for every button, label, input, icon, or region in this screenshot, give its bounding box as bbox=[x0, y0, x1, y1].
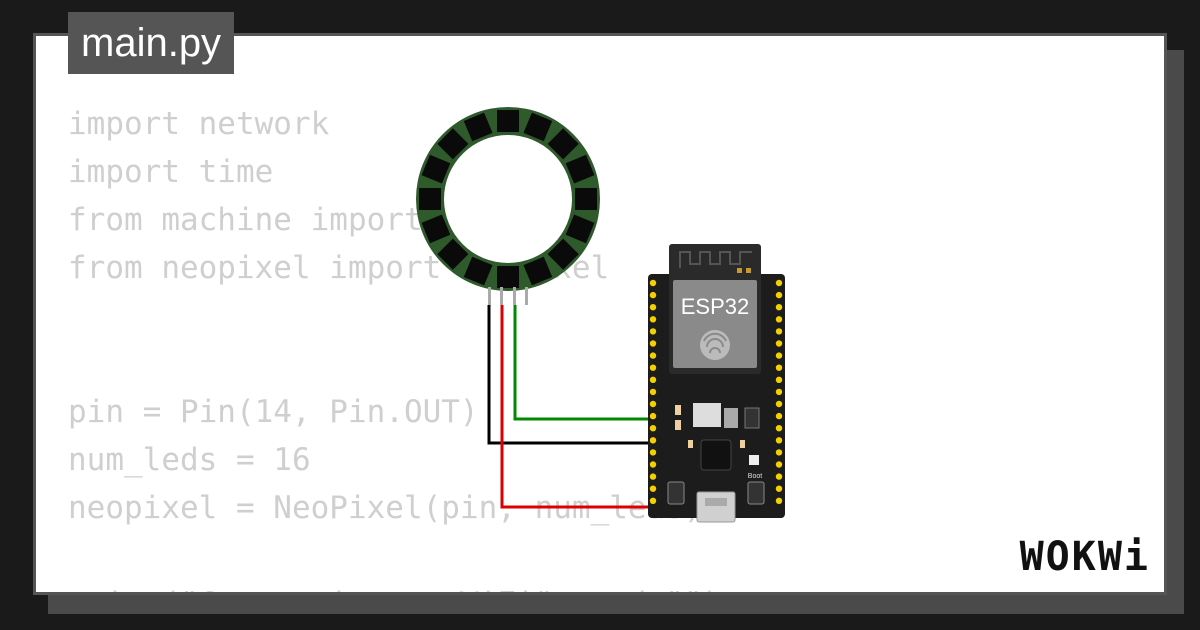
code-line: neopixel = NeoPixel(pin, num_leds) bbox=[68, 490, 703, 526]
ring-pin bbox=[488, 287, 491, 305]
module-pad bbox=[737, 268, 742, 273]
header-pin[interactable] bbox=[649, 400, 657, 408]
header-pin[interactable] bbox=[649, 437, 657, 444]
module-pad bbox=[746, 268, 751, 273]
antenna-trace bbox=[679, 251, 752, 268]
neopixel-led bbox=[437, 128, 469, 160]
header-pin[interactable] bbox=[649, 304, 657, 311]
neopixel-led bbox=[523, 256, 553, 286]
header-pin[interactable] bbox=[775, 412, 783, 420]
header-pin[interactable] bbox=[775, 316, 783, 323]
header-pin[interactable] bbox=[775, 328, 783, 335]
neopixel-led bbox=[575, 188, 597, 210]
header-pin[interactable] bbox=[649, 316, 657, 323]
neopixel-led bbox=[565, 214, 595, 244]
code-line: import time bbox=[68, 154, 274, 190]
neopixel-led bbox=[463, 256, 493, 286]
ring-pin bbox=[525, 287, 528, 305]
header-pin[interactable] bbox=[775, 291, 783, 299]
header-pin[interactable] bbox=[649, 388, 657, 396]
component bbox=[744, 407, 760, 429]
wire-gnd[interactable] bbox=[487, 305, 652, 445]
en-button[interactable] bbox=[667, 481, 685, 505]
ring-pin bbox=[500, 287, 503, 305]
wire-vcc[interactable] bbox=[500, 305, 652, 509]
smd-part bbox=[675, 420, 681, 430]
neopixel-led bbox=[421, 154, 451, 184]
header-pin[interactable] bbox=[775, 352, 783, 359]
header-pin[interactable] bbox=[775, 425, 783, 432]
board-label: ESP32 bbox=[681, 294, 750, 319]
usb-port bbox=[696, 491, 736, 523]
header-pin[interactable] bbox=[775, 364, 783, 371]
usb-chip bbox=[700, 439, 732, 471]
ring-hole bbox=[444, 135, 572, 263]
header-pin[interactable] bbox=[649, 279, 657, 287]
header-pin[interactable] bbox=[649, 328, 657, 335]
regulator bbox=[693, 403, 721, 427]
wokwi-logo: WOKWi bbox=[1019, 534, 1150, 580]
header-pin[interactable] bbox=[775, 497, 783, 504]
header-pin[interactable] bbox=[649, 291, 657, 299]
neopixel-led bbox=[421, 214, 451, 244]
neopixel-led bbox=[437, 238, 469, 270]
boot-label: Boot bbox=[748, 473, 762, 480]
header-pin[interactable] bbox=[775, 400, 783, 408]
usb-port-opening bbox=[705, 498, 727, 506]
code-line: print("Connecting to WiFi", end="") bbox=[68, 580, 721, 592]
header-pin[interactable] bbox=[649, 449, 657, 456]
header-pin[interactable] bbox=[649, 485, 657, 492]
header-pin[interactable] bbox=[649, 473, 657, 480]
neopixel-led bbox=[523, 112, 553, 142]
header-pin[interactable] bbox=[775, 437, 783, 444]
component bbox=[724, 408, 738, 428]
neopixel-ring[interactable] bbox=[416, 107, 600, 305]
neopixel-led bbox=[497, 266, 519, 288]
header-pin[interactable] bbox=[649, 425, 657, 432]
header-pin[interactable] bbox=[775, 473, 783, 480]
header-pin[interactable] bbox=[775, 279, 783, 287]
header-pin[interactable] bbox=[649, 352, 657, 359]
header-pin[interactable] bbox=[775, 304, 783, 311]
code-line: num_leds = 16 bbox=[68, 442, 311, 478]
smd-part bbox=[688, 440, 693, 448]
file-tab[interactable]: main.py bbox=[68, 12, 235, 74]
header-pin[interactable] bbox=[649, 412, 657, 420]
header-pin[interactable] bbox=[649, 376, 657, 383]
pin-headers bbox=[649, 279, 783, 504]
espressif-icon bbox=[700, 330, 730, 360]
rf-shield bbox=[673, 280, 757, 368]
neopixel-led bbox=[565, 154, 595, 184]
header-pin[interactable] bbox=[649, 364, 657, 371]
neopixel-led bbox=[463, 112, 493, 142]
neopixel-led bbox=[497, 110, 519, 132]
header-pin[interactable] bbox=[649, 497, 657, 504]
header-pin[interactable] bbox=[775, 340, 783, 347]
header-pin[interactable] bbox=[775, 485, 783, 492]
esp32-board[interactable]: ESP32 Boot bbox=[648, 244, 785, 523]
header-pin[interactable] bbox=[649, 461, 657, 468]
header-pin[interactable] bbox=[775, 388, 783, 396]
neopixel-led bbox=[419, 188, 441, 210]
code-line: import network bbox=[68, 106, 330, 142]
ring-pin bbox=[513, 287, 516, 305]
code-line: pin = Pin(14, Pin.OUT) bbox=[68, 394, 479, 430]
header-pin[interactable] bbox=[649, 340, 657, 347]
smd-part bbox=[675, 405, 681, 415]
header-pin[interactable] bbox=[775, 449, 783, 456]
boot-button[interactable] bbox=[747, 481, 765, 505]
header-pin[interactable] bbox=[775, 376, 783, 383]
smd-part bbox=[740, 440, 745, 448]
smd-part bbox=[749, 455, 759, 465]
header-pin[interactable] bbox=[775, 461, 783, 468]
wire-data[interactable] bbox=[513, 305, 652, 421]
